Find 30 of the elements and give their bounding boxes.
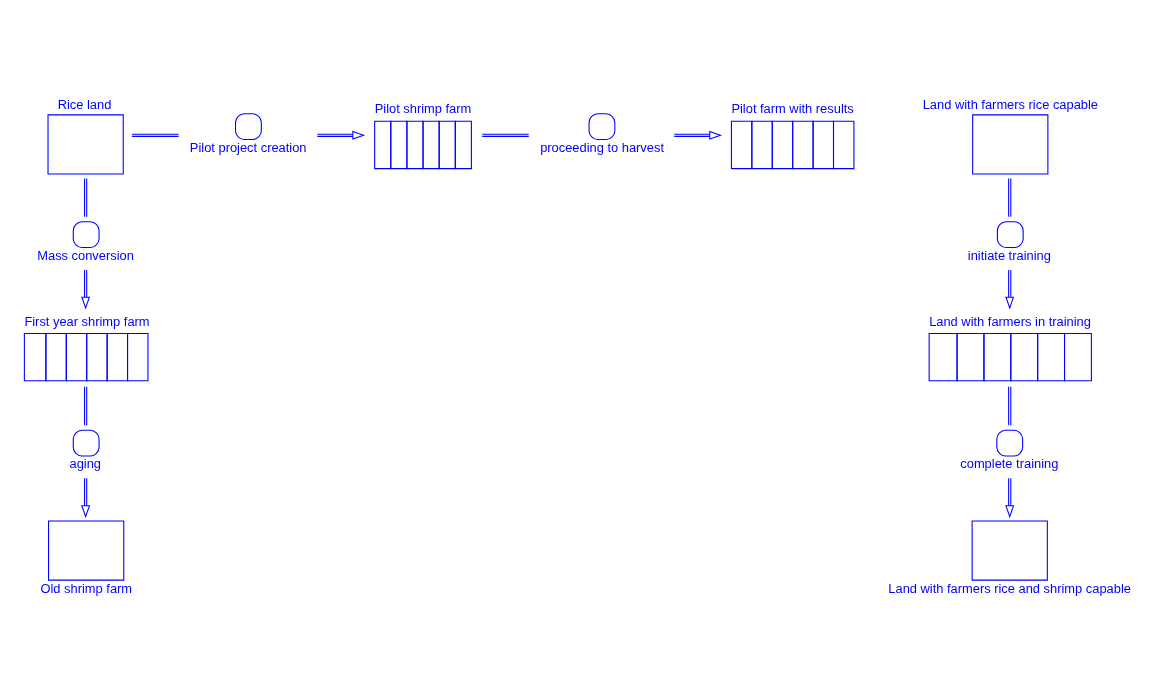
node-label: Pilot project creation <box>189 139 307 155</box>
arrow <box>673 130 723 140</box>
node-label: proceeding to harvest <box>540 139 664 155</box>
connector <box>1008 385 1012 426</box>
arrow <box>81 477 91 518</box>
arrow <box>81 269 91 310</box>
arrow <box>1005 477 1015 518</box>
node-label: Pilot farm with results <box>731 100 854 116</box>
connector <box>131 133 180 137</box>
node-box <box>48 520 125 581</box>
node-box <box>47 113 124 174</box>
node-label: Old shrimp farm <box>40 580 133 596</box>
node-label: initiate training <box>967 247 1051 263</box>
node-box <box>972 113 1049 174</box>
node-box <box>971 520 1048 581</box>
arrow <box>1005 269 1015 310</box>
node-label: Pilot shrimp farm <box>374 100 472 116</box>
node-label: Land with farmers rice capable <box>922 96 1099 112</box>
node-label: Rice land <box>57 96 112 112</box>
connector <box>84 385 88 426</box>
node-label: Mass conversion <box>37 247 134 263</box>
node-label: aging <box>69 455 102 471</box>
node-label: complete training <box>960 455 1059 471</box>
connector <box>1008 177 1012 217</box>
connector <box>481 133 530 137</box>
arrow <box>316 130 366 140</box>
node-label: Land with farmers in training <box>929 313 1091 329</box>
connector <box>84 177 88 217</box>
node-label: First year shrimp farm <box>24 313 150 329</box>
node-label: Land with farmers rice and shrimp capable <box>888 580 1131 596</box>
